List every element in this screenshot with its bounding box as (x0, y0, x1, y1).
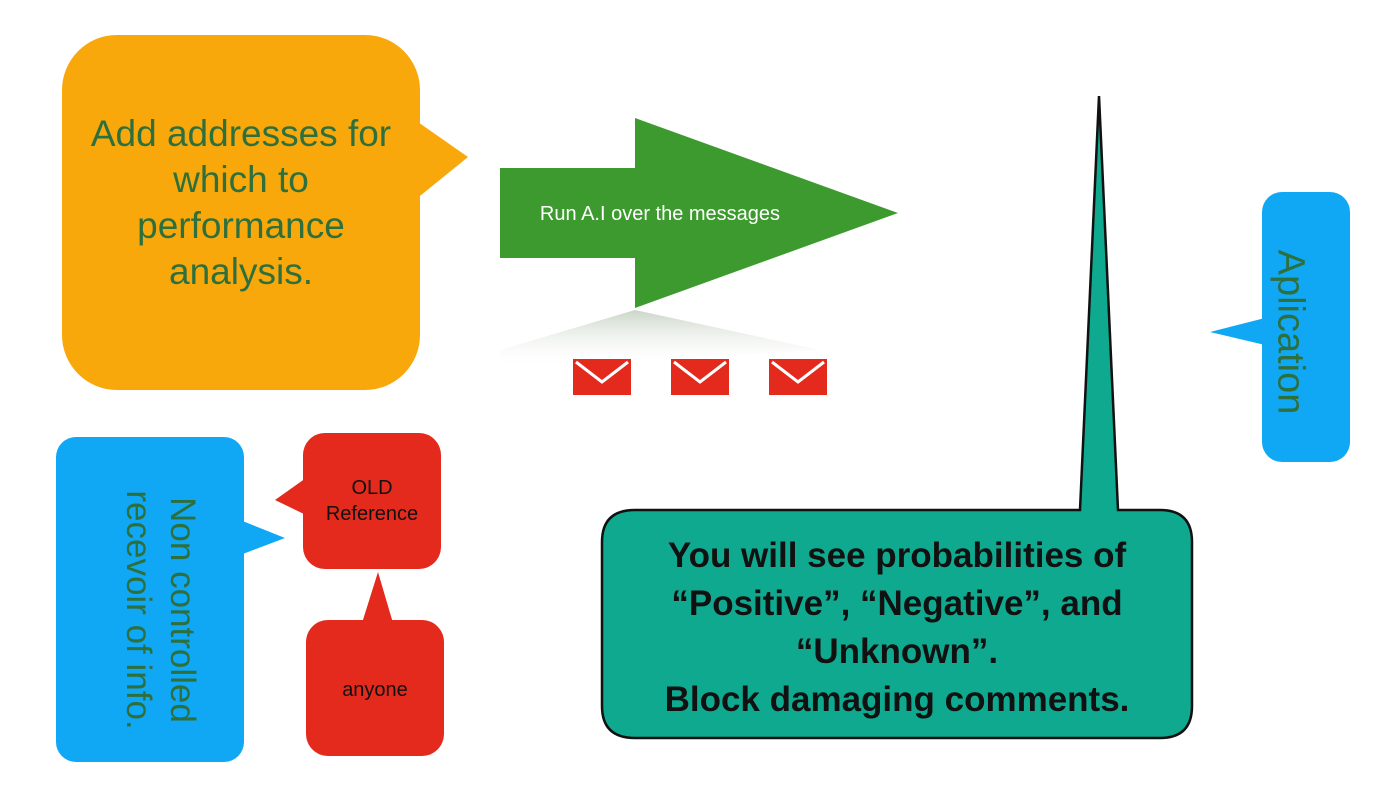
arrow-label: Run A.I over the messages (539, 202, 781, 225)
envelope-icon (573, 359, 631, 395)
anyone-speech-bubble (306, 572, 444, 756)
envelope-icon (671, 359, 729, 395)
orange-bubble-text: Add addresses for which to performance a… (90, 113, 392, 292)
old-reference-text: OLD Reference (325, 477, 419, 525)
teal-speech-bubble (600, 95, 1194, 740)
teal-bubble-text: You will see probabilities of “Positive”… (664, 536, 1130, 719)
noncontrolled-bubble-text: Non controlled recevoir of info. (119, 490, 202, 730)
orange-speech-bubble (62, 35, 468, 390)
noncontrolled-speech-bubble (56, 437, 285, 762)
application-speech-bubble (1210, 192, 1350, 462)
old-reference-speech-bubble (275, 433, 441, 569)
envelope-icon (769, 359, 827, 395)
anyone-text: anyone (342, 678, 408, 701)
process-arrow (500, 118, 898, 368)
application-bubble-text: Aplication (1270, 249, 1312, 415)
